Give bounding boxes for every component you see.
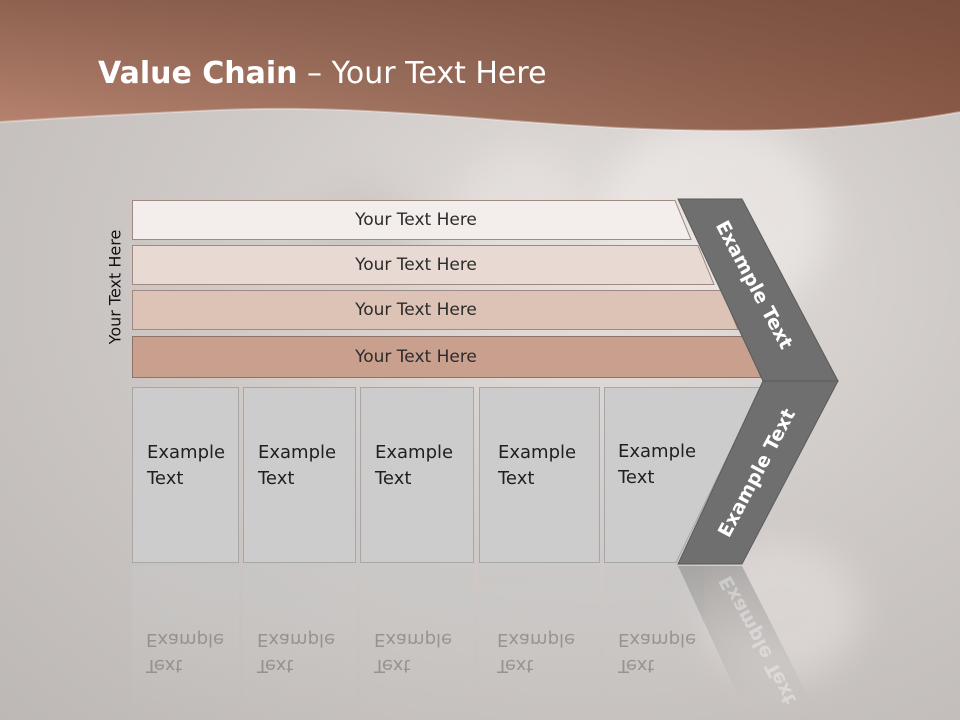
row-shape — [132, 200, 692, 240]
row-shape — [132, 290, 739, 330]
row-label: Your Text Here — [355, 347, 477, 367]
box-line1: Example — [147, 442, 226, 463]
chevron-lower — [677, 380, 839, 565]
row-label: Your Text Here — [355, 300, 477, 320]
support-row-2: Your Text Here — [132, 245, 715, 285]
box-line2: Text — [375, 468, 412, 489]
row-label: Your Text Here — [355, 255, 477, 275]
box-line2: Text — [258, 468, 295, 489]
row-label: Your Text Here — [355, 210, 477, 230]
box-line1: Example — [498, 442, 577, 463]
box-line1: Example — [618, 441, 697, 462]
support-row-4: Your Text Here — [132, 336, 762, 378]
header-wave — [0, 0, 960, 132]
support-row-1: Your Text Here — [132, 200, 692, 240]
box-line2: Text — [147, 468, 184, 489]
title-rest: – Your Text Here — [297, 56, 547, 91]
row-shape — [132, 245, 715, 285]
box-line2: Text — [618, 467, 655, 488]
activity-box-5 — [604, 387, 762, 563]
chevron-reflection — [678, 566, 810, 700]
box-line1: Example — [375, 442, 454, 463]
box-line2: Text — [498, 468, 535, 489]
title-bold: Value Chain — [98, 56, 298, 91]
support-row-3: Your Text Here — [132, 290, 739, 330]
box-line1: Example — [258, 442, 337, 463]
slide-title: Value Chain – Your Text Here — [98, 56, 547, 91]
